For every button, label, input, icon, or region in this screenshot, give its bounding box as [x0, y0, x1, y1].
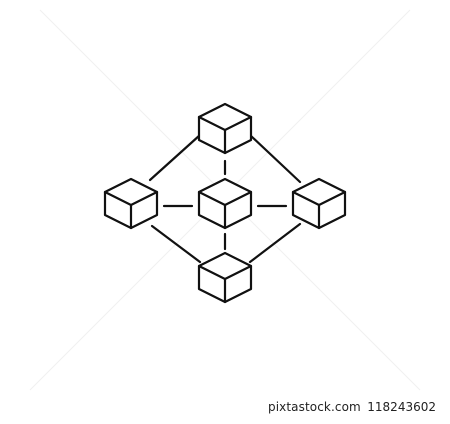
- connections: [148, 133, 302, 264]
- edge-top-right: [248, 133, 302, 184]
- stock-image-number: 118243602: [367, 400, 436, 414]
- cube-node-right: [291, 177, 347, 230]
- edge-bottom-left: [150, 224, 202, 264]
- cube-node-center: [197, 177, 253, 230]
- cube-node-left: [103, 177, 159, 230]
- stock-footer: pixtastock.com 118243602: [0, 396, 450, 424]
- edge-top-left: [148, 133, 202, 182]
- stock-site-name: pixtastock.com: [268, 400, 361, 414]
- cube-node-top: [197, 102, 253, 155]
- cube-node-bottom: [197, 251, 253, 304]
- cube-nodes: [103, 102, 347, 304]
- edge-bottom-right: [248, 222, 302, 264]
